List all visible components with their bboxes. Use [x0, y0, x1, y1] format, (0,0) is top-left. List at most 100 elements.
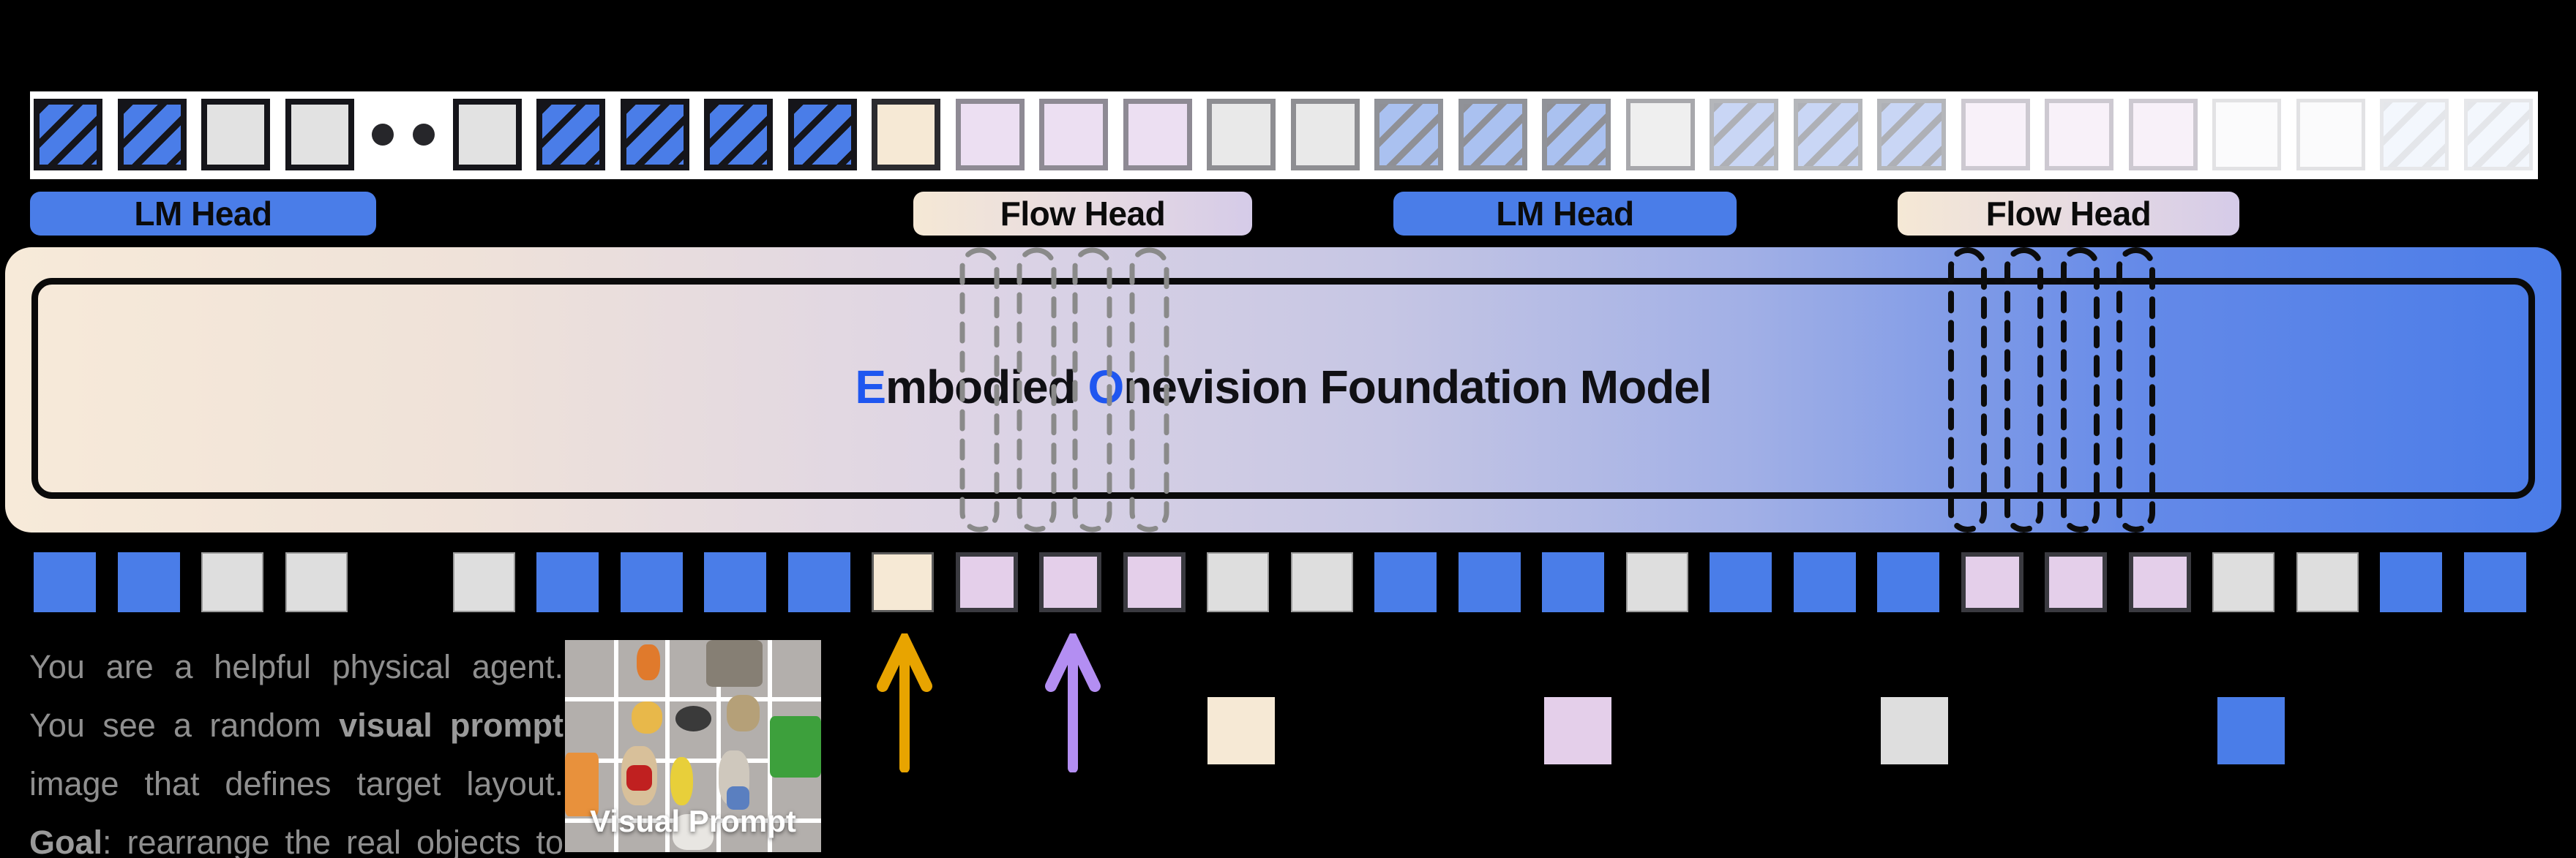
text-token-in: [2463, 552, 2526, 612]
text-token-out: [620, 99, 689, 170]
pad-token-out: [1625, 99, 1695, 170]
caption-text: image that defines target layout.: [29, 765, 564, 802]
caption-text: : rearrange the real objects to match th…: [102, 824, 564, 858]
text-token-in: [1374, 552, 1437, 612]
pad-token-in: [2296, 552, 2359, 612]
flow-token-out: [1039, 99, 1108, 170]
caption-bold-text: visual prompt: [339, 707, 564, 744]
photo-object: [632, 701, 662, 734]
pad-token-out: [201, 99, 270, 170]
flow-token-in: [2045, 552, 2107, 612]
text-token-in: [704, 552, 766, 612]
lm-head-label-2: LM Head: [1393, 192, 1737, 236]
text-token-out: [1542, 99, 1611, 170]
pad-token-out: [452, 99, 522, 170]
title-accent-letter: E: [855, 361, 886, 413]
purple-up-arrow: [1045, 633, 1101, 772]
text-legend-square: [2217, 697, 2285, 764]
boi-legend-square: [1208, 697, 1275, 764]
pad-token-in: [452, 552, 515, 612]
text-token-in: [1542, 552, 1604, 612]
ellipsis-dots: [369, 99, 438, 170]
output-token-row: [34, 99, 2533, 170]
pad-token-out: [2212, 99, 2281, 170]
text-token-in: [1458, 552, 1521, 612]
flow-token-out: [955, 99, 1025, 170]
flow-token-in: [1961, 552, 2023, 612]
text-token-out: [1374, 99, 1443, 170]
text-token-in: [536, 552, 599, 612]
foundation-model-title: Embodied Onevision Foundation Model: [5, 361, 2561, 413]
input-token-row: [34, 552, 2526, 612]
photo-object: [705, 640, 763, 687]
title-accent-letter: O: [1087, 361, 1124, 413]
flow-head-label-2: Flow Head: [1898, 192, 2239, 236]
text-token-in: [117, 552, 180, 612]
pad-token-in: [1207, 552, 1269, 612]
lm-head-label-2-text: LM Head: [1496, 195, 1634, 233]
flow-legend-square: [1544, 697, 1611, 764]
flow-token-out: [2045, 99, 2113, 170]
text-token-in: [1877, 552, 1939, 612]
pad-token-in: [285, 552, 348, 612]
photo-object: [675, 705, 711, 731]
text-token-out: [704, 99, 773, 170]
photo-object: [565, 752, 599, 816]
grid-line: [767, 640, 772, 852]
flow-head-label-1: Flow Head: [913, 192, 1252, 236]
pad-token-out: [1207, 99, 1276, 170]
pad-token-in: [2212, 552, 2274, 612]
boi-token-in: [872, 552, 934, 612]
lm-head-label-1: LM Head: [30, 192, 376, 236]
orange-up-arrow: [877, 633, 932, 772]
caption-text: You are a helpful physical agent. You se…: [29, 648, 564, 744]
pad-token-in: [1625, 552, 1688, 612]
pad-token-out: [1290, 99, 1360, 170]
pad-token-out: [285, 99, 354, 170]
text-token-in: [620, 552, 683, 612]
flow-token-in: [2128, 552, 2191, 612]
boi-token-out: [872, 99, 940, 170]
dot: [372, 124, 394, 146]
grid-line: [565, 759, 821, 764]
token-gap: [369, 552, 431, 612]
visual-prompt-label: Visual Prompt: [590, 804, 796, 838]
pad-legend-square: [1881, 697, 1948, 764]
caption-bold-text: Goal: [29, 824, 103, 858]
flow-token-in: [955, 552, 1018, 612]
photo-object: [770, 716, 821, 778]
foundation-model-box: Embodied Onevision Foundation Model: [5, 247, 2561, 533]
grid-line: [716, 640, 721, 852]
title-text: nevision Foundation Model: [1123, 361, 1712, 413]
text-token-out: [1877, 99, 1946, 170]
token-type-legend: [1208, 697, 2285, 764]
text-token-out: [1458, 99, 1527, 170]
title-text: mbodied: [886, 361, 1088, 413]
pad-token-in: [201, 552, 263, 612]
flow-head-label-1-text: Flow Head: [1000, 195, 1166, 233]
lm-head-label-1-text: LM Head: [134, 195, 272, 233]
text-token-in: [1793, 552, 1856, 612]
flow-token-out: [2128, 99, 2198, 170]
photo-object: [673, 813, 714, 851]
text-token-out: [34, 99, 102, 170]
pad-token-out: [2296, 99, 2365, 170]
flow-token-out: [1961, 99, 2030, 170]
text-token-out: [2380, 99, 2449, 170]
foundation-model-inner-frame: [31, 278, 2535, 499]
visual-prompt-image: Visual Prompt: [565, 640, 821, 852]
text-token-in: [787, 552, 850, 612]
text-token-out: [1710, 99, 1778, 170]
grid-line: [613, 640, 618, 852]
grid-line: [664, 640, 670, 852]
text-token-in: [2380, 552, 2442, 612]
dot: [413, 124, 435, 146]
text-token-in: [34, 552, 96, 612]
photo-object: [637, 644, 660, 681]
flow-head-label-2-text: Flow Head: [1985, 195, 2152, 233]
flow-token-out: [1123, 99, 1192, 170]
photo-object: [726, 695, 760, 731]
photo-object: [670, 756, 693, 806]
text-token-out: [1793, 99, 1862, 170]
